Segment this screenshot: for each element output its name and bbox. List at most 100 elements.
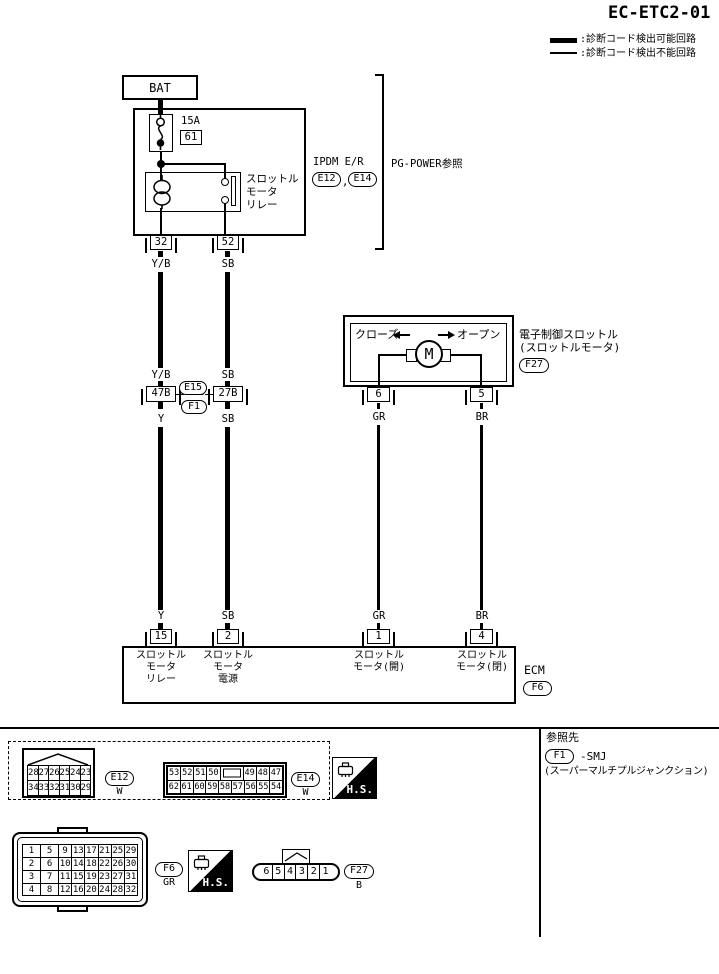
- ecm-pin-desc: スロットル モータ(閉): [455, 650, 509, 673]
- wire-sb-upper: [225, 272, 230, 368]
- pin-cell: 29: [79, 781, 90, 795]
- pin-5: 5: [465, 387, 498, 405]
- pin-cell: 60: [192, 780, 205, 793]
- pin-cell: 31: [123, 871, 137, 883]
- wire-coil-to-pin32: [160, 208, 162, 236]
- wire-stub: [158, 381, 163, 386]
- page-title: EC-ETC2-01: [608, 3, 711, 23]
- pin-cell: 4: [28, 885, 35, 895]
- pin-cell: 6: [263, 866, 270, 877]
- connector-e14-inner-border: [166, 765, 284, 795]
- pin-cell: 62: [168, 781, 180, 792]
- wire-br: [480, 425, 483, 610]
- connector-badge-e14-view: E14: [291, 772, 320, 787]
- connector-badge-f1-ref: F1: [545, 749, 574, 764]
- pin-cell: 23: [79, 766, 90, 780]
- pin-cell: 7: [40, 871, 58, 883]
- connector-color-label: W: [116, 786, 123, 797]
- wire-segment: [160, 152, 162, 164]
- wire-yb-upper: [158, 272, 163, 368]
- pin-cell: 30: [69, 781, 80, 795]
- pin-cell: 24: [97, 884, 110, 896]
- pin-cell: 56: [243, 780, 256, 793]
- wire-stub: [225, 623, 230, 630]
- pin-cell: 29: [123, 845, 137, 857]
- battery-box: BAT: [122, 75, 198, 100]
- throttle-name-line2: (スロットルモータ): [519, 341, 621, 354]
- fuse-box: [149, 114, 173, 152]
- wire-color-label: SB: [221, 413, 235, 425]
- pin-15: 15: [145, 629, 177, 647]
- pin-cell: 2: [307, 865, 319, 879]
- wire-stub: [225, 381, 230, 386]
- pin-52: 52: [212, 235, 244, 253]
- pin-number: 15: [150, 629, 172, 644]
- wire-color-label: SB: [221, 610, 235, 622]
- pin-cell: 47: [268, 767, 282, 780]
- reference-bracket: [382, 74, 384, 250]
- pin-cell: 61: [179, 780, 192, 793]
- wire-color-label: Y/B: [151, 369, 171, 381]
- pin-cell: 13: [71, 845, 84, 857]
- pin-cell: 55: [256, 780, 269, 793]
- pin-cell: 1: [28, 846, 35, 856]
- arrow-right-icon: [438, 331, 455, 339]
- pin-number: 1: [367, 629, 390, 644]
- reference-code: -SMJ: [580, 750, 607, 763]
- open-direction-label: オープン: [457, 328, 501, 341]
- wire-segment: [480, 354, 482, 387]
- connector-badge-f27: F27: [519, 358, 549, 373]
- bracket-tick-bottom: [375, 248, 384, 250]
- pin-cell: 24: [69, 766, 80, 780]
- section-divider-vertical: [539, 729, 541, 937]
- pg-power-ref-label: PG-POWER参照: [391, 158, 463, 170]
- harness-side-marker: H.S.: [332, 757, 377, 799]
- pin-cell: 50: [206, 767, 219, 780]
- wire-segment: [378, 354, 410, 356]
- pin-number: 5: [470, 387, 493, 402]
- connector-f6-inner-border: [17, 837, 143, 902]
- wire-segment: [448, 354, 482, 356]
- pin-cell: 5: [271, 865, 284, 879]
- pin-cell: 34: [28, 783, 38, 793]
- wire-color-label: GR: [372, 411, 386, 423]
- pin-number: 2: [217, 629, 239, 644]
- ecm-box: [122, 646, 516, 704]
- pin-cell: [219, 767, 243, 780]
- wire-stub: [225, 251, 230, 257]
- pin-cell: 51: [193, 767, 206, 780]
- wire-stub: [377, 403, 380, 409]
- pin-cell: 23: [97, 871, 110, 883]
- hs-label: H.S.: [202, 876, 230, 889]
- pin-cell: 8: [40, 884, 58, 896]
- wire-stub: [377, 623, 380, 630]
- relay-box: [145, 172, 241, 212]
- pin-number: 6: [367, 387, 390, 402]
- relay-coil-icon: [153, 175, 171, 209]
- connector-badge-e15: E15: [179, 381, 207, 395]
- wire-stub: [158, 251, 163, 257]
- connector-glyph-icon: [193, 855, 210, 870]
- wire-stub: [480, 623, 483, 630]
- pin-row: 343332313029: [28, 780, 90, 795]
- connector-badge-e12: E12: [312, 172, 341, 187]
- pin-cell: 54: [269, 780, 282, 793]
- pin-cell: 57: [230, 780, 243, 793]
- pin-cell: 11: [58, 871, 71, 883]
- pin-cell: 59: [205, 780, 218, 793]
- pin-cell: 25: [58, 766, 69, 780]
- reference-heading: 参照先: [546, 731, 579, 744]
- pin-cell: 32: [123, 884, 137, 896]
- pin-47b: 47B: [141, 386, 181, 405]
- pin-cell: 31: [58, 781, 69, 795]
- pin-cell: 6: [40, 858, 58, 870]
- motor-icon: M: [415, 340, 443, 368]
- pin-cell: 10: [58, 858, 71, 870]
- pin-1: 1: [362, 629, 395, 647]
- pin-cell: 49: [242, 767, 255, 780]
